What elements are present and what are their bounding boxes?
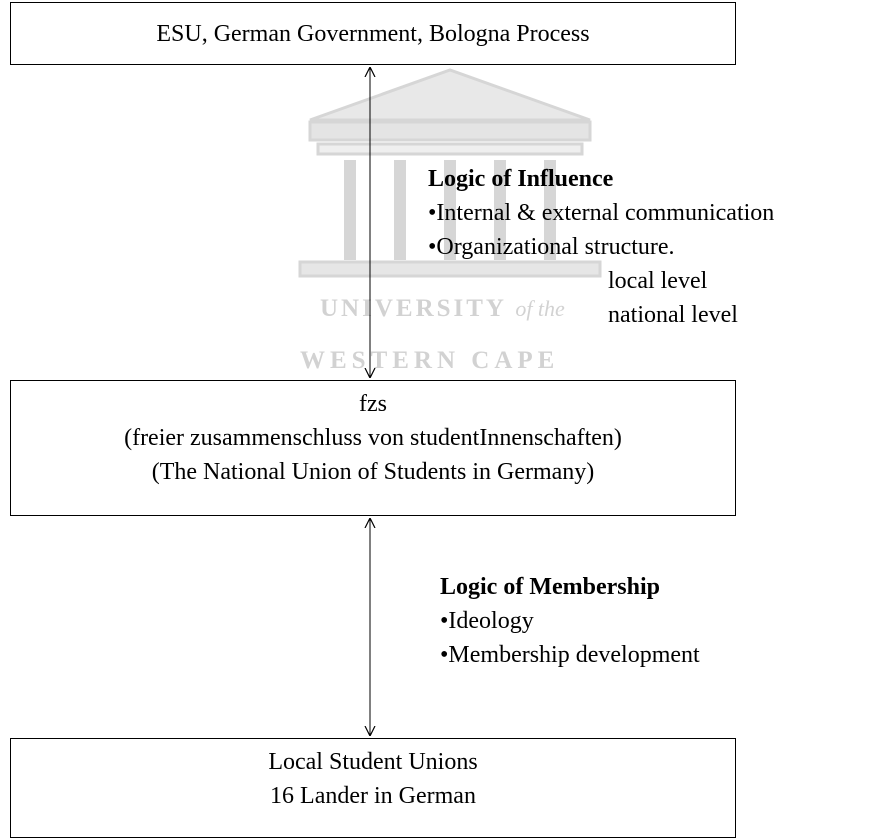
- local-unions-box: Local Student Unions 16 Lander in German: [10, 738, 736, 838]
- fzs-title: fzs: [359, 391, 387, 417]
- logic-of-membership: Logic of Membership •Ideology •Membershi…: [440, 570, 700, 672]
- membership-item: •Ideology: [440, 608, 534, 634]
- influence-heading: Logic of Influence: [428, 166, 614, 192]
- local-unions-title: Local Student Unions: [268, 749, 478, 775]
- watermark-university: UNIVERSITY: [320, 295, 507, 322]
- external-actors-label: ESU, German Government, Bologna Process: [156, 20, 590, 47]
- influence-subitem: local level: [608, 268, 708, 294]
- fzs-german-name: (freier zusammenschluss von studentInnen…: [124, 425, 622, 451]
- fzs-english-name: (The National Union of Students in Germa…: [151, 459, 595, 485]
- influence-item: •Internal & external communication: [428, 200, 775, 226]
- membership-heading: Logic of Membership: [440, 574, 660, 600]
- membership-item: •Membership development: [440, 642, 700, 668]
- local-unions-subtitle: 16 Lander in German: [270, 783, 476, 809]
- logic-of-influence: Logic of Influence •Internal & external …: [428, 162, 774, 332]
- watermark-line1: UNIVERSITY of the: [320, 295, 565, 323]
- watermark-of-the: of the: [515, 296, 565, 321]
- fzs-box: fzs (freier zusammenschluss von studentI…: [10, 380, 736, 516]
- external-actors-box: ESU, German Government, Bologna Process: [10, 2, 736, 65]
- influence-item: •Organizational structure.: [428, 234, 675, 260]
- watermark-line2: WESTERN CAPE: [300, 347, 560, 374]
- influence-subitem: national level: [608, 302, 738, 328]
